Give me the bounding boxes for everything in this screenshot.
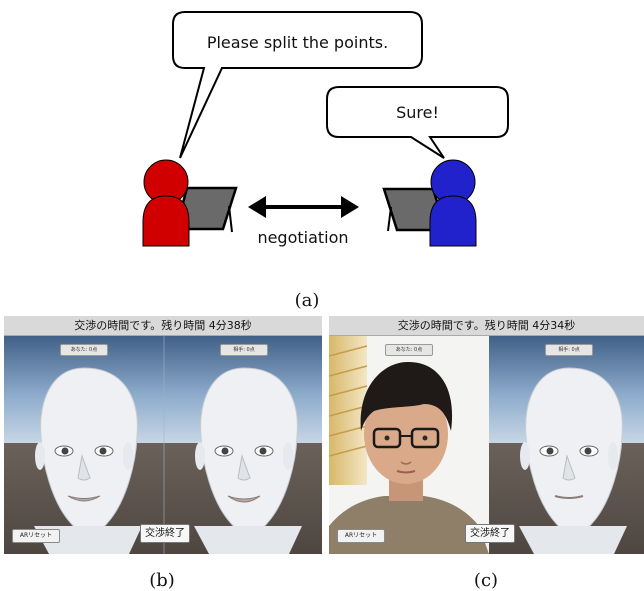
screenshot-panel-c: 交渉の時間です。残り時間 4分34秒 あなた: 0点 相手: 0点 ARリセット… bbox=[329, 316, 644, 554]
agent-face-right bbox=[194, 367, 302, 554]
person-left-icon bbox=[142, 159, 190, 247]
ar-reset-button[interactable]: ARリセット bbox=[12, 529, 60, 543]
caption-c: (c) bbox=[473, 570, 499, 591]
scene-background bbox=[4, 335, 322, 554]
bubble-right-text: Sure! bbox=[396, 103, 439, 122]
caption-a: (a) bbox=[294, 290, 320, 311]
screenshot-panel-b: 交渉の時間です。残り時間 4分38秒 あなた: 0点 相手: 0点 ARリセット… bbox=[4, 316, 322, 554]
scene-background bbox=[329, 335, 644, 554]
status-bar: 交渉の時間です。残り時間 4分34秒 bbox=[329, 316, 644, 336]
speech-bubble-right bbox=[326, 86, 509, 159]
webcam-video bbox=[329, 335, 489, 554]
negotiation-diagram bbox=[142, 11, 509, 247]
speech-bubble-left bbox=[172, 11, 423, 159]
end-negotiation-button[interactable]: 交渉終了 bbox=[140, 524, 190, 543]
opponent-score-label: 相手: 0点 bbox=[220, 344, 268, 356]
opponent-score-label: 相手: 0点 bbox=[545, 344, 593, 356]
arrow-label: negotiation bbox=[257, 228, 349, 247]
you-score-label: あなた: 0点 bbox=[60, 344, 108, 356]
person-right-icon bbox=[429, 159, 477, 247]
bubble-left-text: Please split the points. bbox=[206, 33, 389, 52]
ar-reset-button[interactable]: ARリセット bbox=[337, 529, 385, 543]
negotiation-arrow bbox=[248, 196, 359, 218]
caption-b: (b) bbox=[149, 570, 175, 591]
you-score-label: あなた: 0点 bbox=[385, 344, 433, 356]
agent-face-left bbox=[34, 367, 142, 554]
status-bar: 交渉の時間です。残り時間 4分38秒 bbox=[4, 316, 322, 336]
end-negotiation-button[interactable]: 交渉終了 bbox=[465, 524, 515, 543]
agent-face-right bbox=[519, 367, 627, 554]
